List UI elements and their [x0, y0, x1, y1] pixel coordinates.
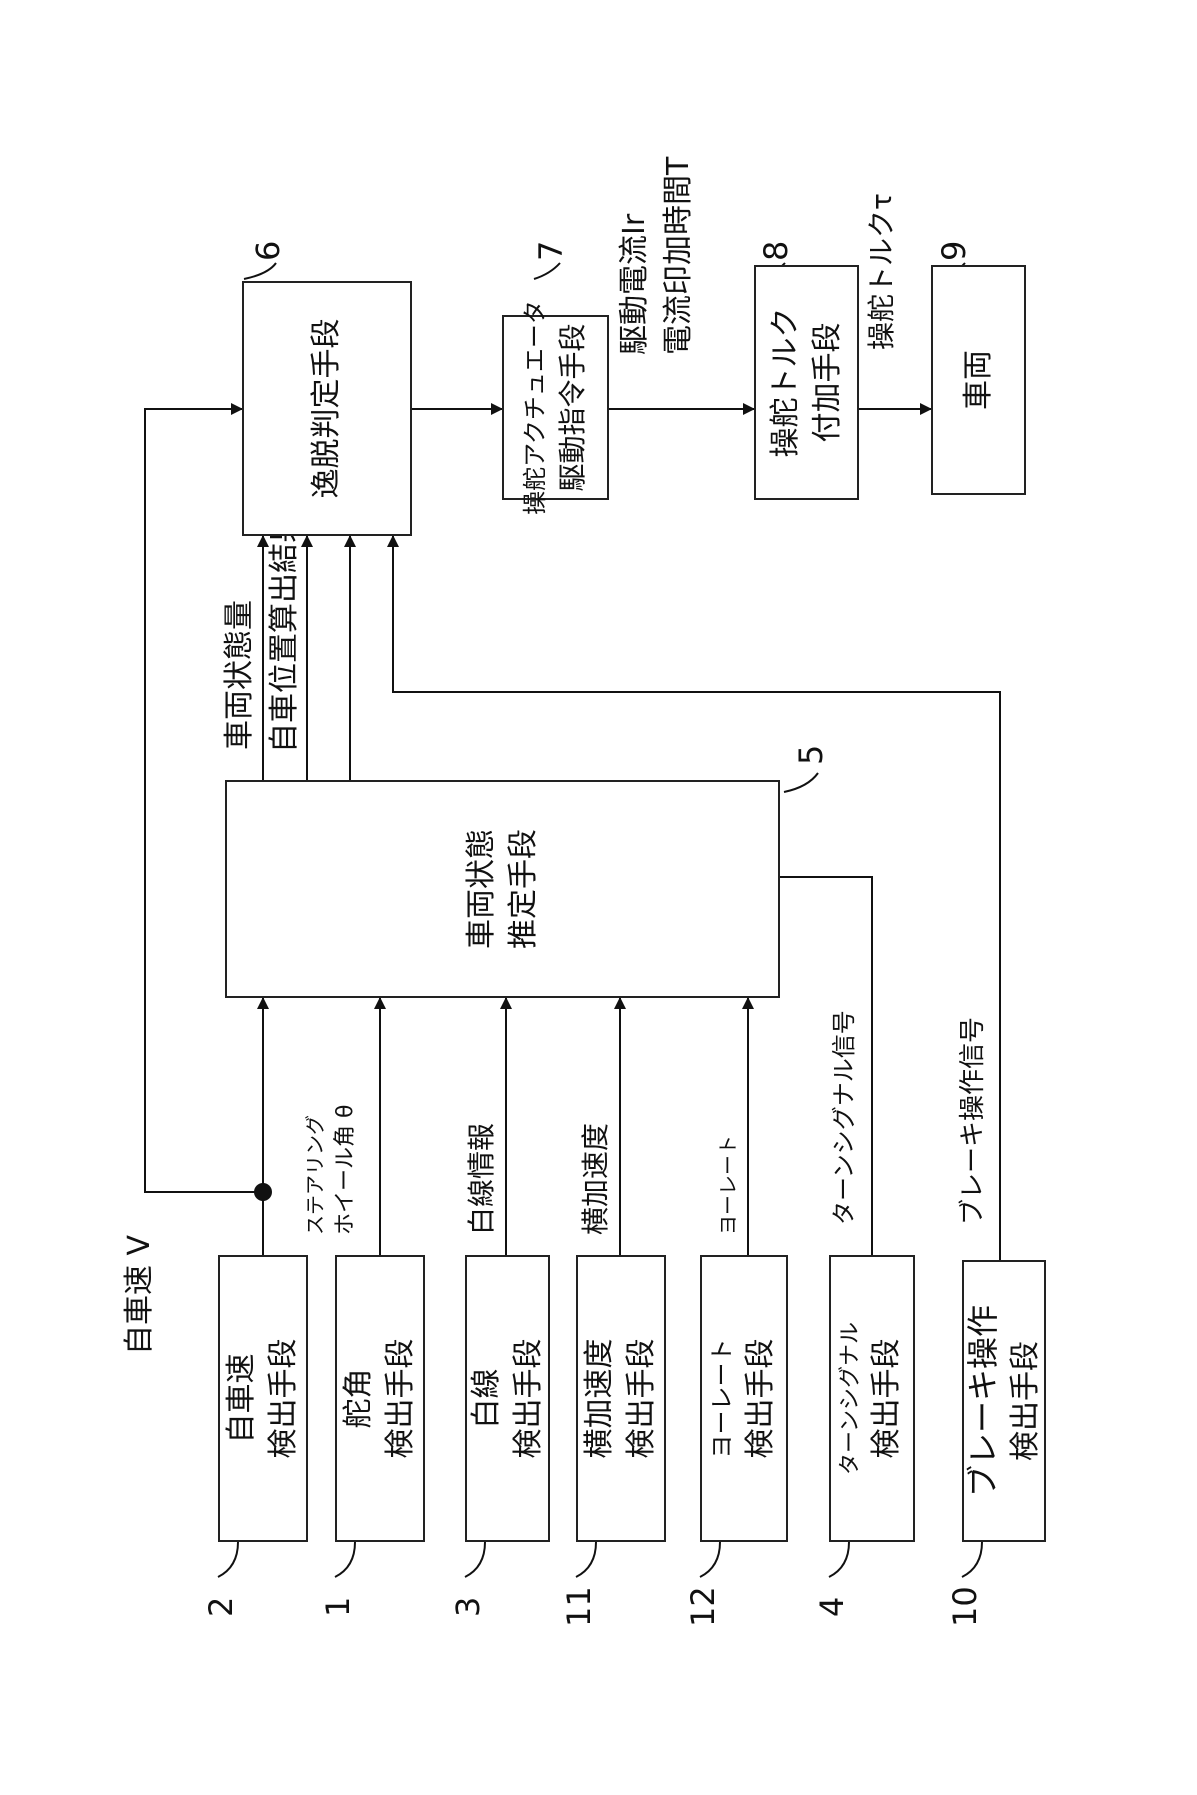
label-turn: ターンシグナル信号 — [832, 1010, 856, 1225]
label-torque: 操舵トルクτ — [868, 193, 896, 350]
box-state-estimator: 車両状態 推定手段 — [225, 780, 780, 998]
ref-2: 2 — [205, 1597, 237, 1617]
leader-4 — [829, 1542, 849, 1577]
leader-2 — [218, 1542, 238, 1577]
label-lateral: 横加速度 — [582, 1123, 610, 1235]
box-speed-detector: 自車速 検出手段 — [218, 1255, 308, 1542]
box-speed-line2: 検出手段 — [263, 1339, 305, 1459]
ref-4: 4 — [816, 1597, 848, 1617]
leader-12 — [700, 1542, 720, 1577]
box-lateral-line2: 検出手段 — [621, 1339, 663, 1459]
box-departure-judge: 逸脱判定手段 — [242, 281, 412, 536]
branch-junction — [254, 1183, 272, 1201]
estimator-line2: 推定手段 — [503, 829, 545, 949]
box-brake-line2: 検出手段 — [1005, 1341, 1047, 1461]
leader-3 — [465, 1542, 485, 1577]
box-yaw-detector: ヨーレート 検出手段 — [700, 1255, 788, 1542]
box-steer-line1: 舵角 — [338, 1369, 380, 1429]
ref-5: 5 — [795, 745, 827, 765]
label-whiteline: 白線情報 — [468, 1123, 496, 1235]
leader-5 — [784, 773, 818, 792]
leader-6 — [244, 263, 276, 279]
box-turn-line2: 検出手段 — [866, 1339, 908, 1459]
ref-3: 3 — [452, 1597, 484, 1617]
leader-1 — [335, 1542, 355, 1577]
ref-1: 1 — [322, 1597, 354, 1617]
box-lateral-detector: 横加速度 検出手段 — [576, 1255, 666, 1542]
label-steer-line1: ステアリング — [305, 1115, 325, 1235]
box-yaw-line1: ヨーレート — [706, 1339, 740, 1459]
box-turn-line1: ターンシグナル — [836, 1322, 867, 1475]
torque-line1: 操舵トルク — [765, 308, 807, 458]
box-lateral-line1: 横加速度 — [579, 1339, 621, 1459]
box-steer-detector: 舵角 検出手段 — [335, 1255, 425, 1542]
box-whiteline-line1: 白線 — [466, 1369, 508, 1429]
departure-line1: 逸脱判定手段 — [306, 319, 348, 499]
box-whiteline-line2: 検出手段 — [508, 1339, 550, 1459]
estimator-line1: 車両状態 — [461, 829, 503, 949]
ref-6: 6 — [252, 241, 284, 261]
box-brake-detector: ブレーキ操作 検出手段 — [962, 1260, 1046, 1542]
box-speed-line1: 自車速 — [221, 1354, 263, 1444]
box-vehicle: 車両 — [931, 265, 1026, 495]
box-whiteline-detector: 白線 検出手段 — [465, 1255, 550, 1542]
ref-12: 12 — [687, 1586, 719, 1627]
vehicle-line1: 車両 — [958, 350, 1000, 410]
label-steer-line2: ホイール角 θ — [335, 1105, 357, 1235]
label-brake: ブレーキ操作信号 — [960, 1017, 986, 1225]
actuator-line1: 操舵アクチュエータ — [519, 300, 553, 515]
label-yaw: ヨーレート — [718, 1135, 738, 1235]
label-drive-current: 駆動電流Ir — [620, 214, 650, 355]
box-brake-line1: ブレーキ操作 — [961, 1305, 1006, 1497]
leader-7 — [534, 263, 560, 279]
ref-7: 7 — [535, 241, 567, 261]
box-actuator-command: 操舵アクチュエータ 駆動指令手段 — [502, 315, 609, 500]
torque-line2: 付加手段 — [807, 323, 849, 443]
ref-8: 8 — [760, 241, 792, 261]
box-turn-detector: ターンシグナル 検出手段 — [829, 1255, 915, 1542]
label-apply-time: 電流印加時間T — [664, 157, 694, 355]
actuator-line2: 駆動指令手段 — [553, 324, 592, 492]
label-position: 自車位置算出結果 — [270, 513, 300, 753]
label-speed: 自車速 V — [125, 1235, 155, 1355]
ref-10: 10 — [949, 1586, 981, 1627]
ref-11: 11 — [563, 1586, 595, 1627]
label-state: 車両状態量 — [225, 600, 255, 750]
leader-10 — [962, 1542, 982, 1577]
ref-9: 9 — [938, 241, 970, 261]
box-yaw-line2: 検出手段 — [740, 1339, 782, 1459]
box-torque-adder: 操舵トルク 付加手段 — [754, 265, 859, 500]
leader-11 — [576, 1542, 596, 1577]
box-steer-line2: 検出手段 — [380, 1339, 422, 1459]
